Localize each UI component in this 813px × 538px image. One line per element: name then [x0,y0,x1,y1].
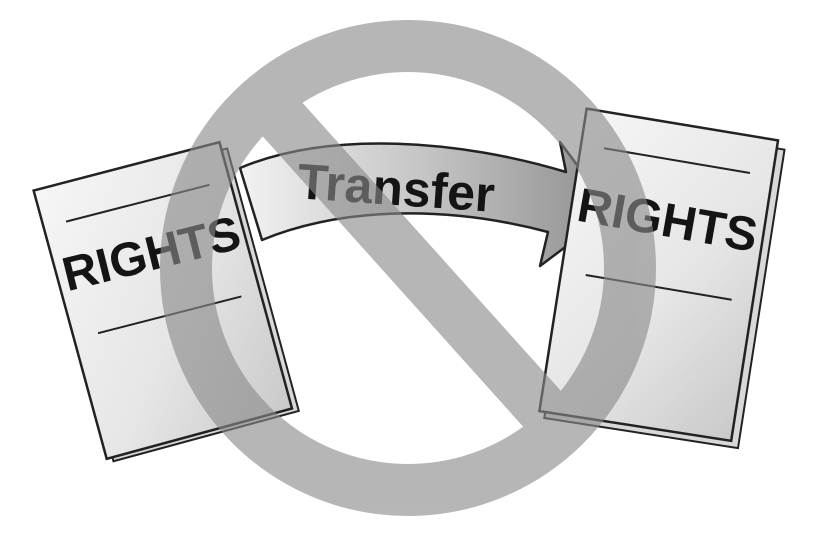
no-transfer-illustration: Transfer RIGHTS RIGHTS [0,0,813,538]
